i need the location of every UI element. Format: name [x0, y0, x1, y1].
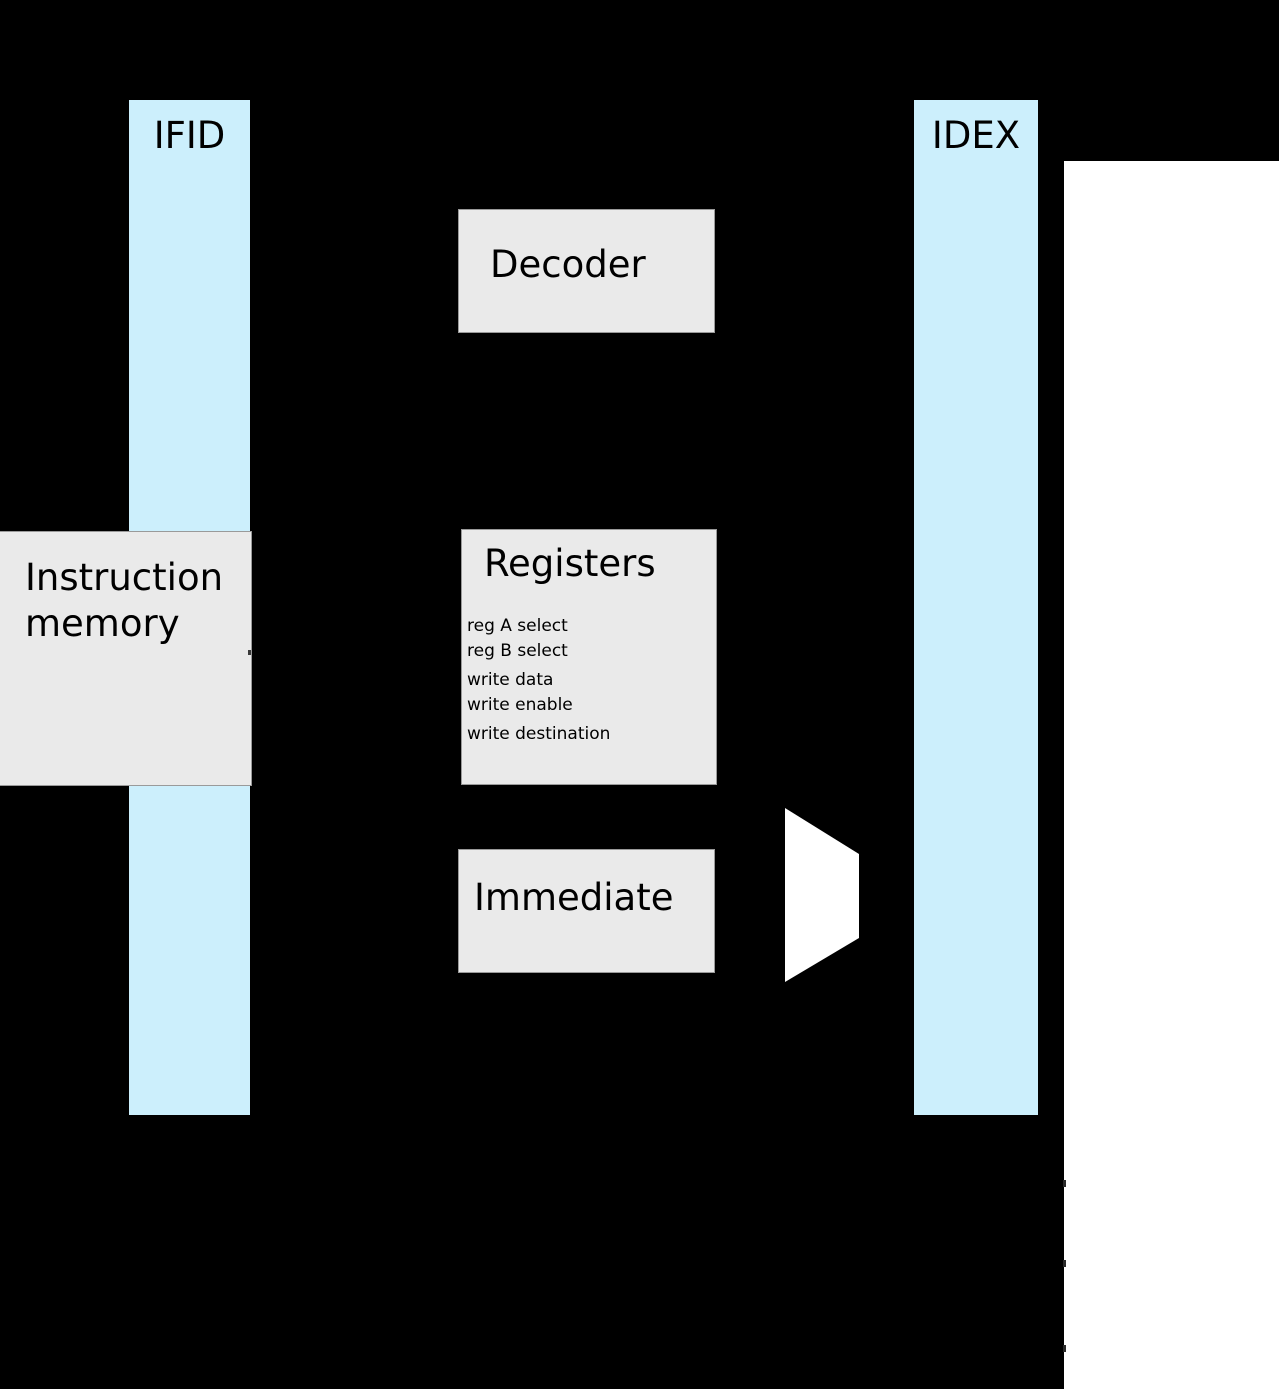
- register-signal-list: reg A select reg B select write data wri…: [467, 614, 716, 747]
- mux-icon[interactable]: [783, 806, 861, 984]
- register-signal-write-enable: write enable: [467, 695, 573, 715]
- render-speck: [1063, 1180, 1066, 1187]
- unit-immediate-label: Immediate: [474, 876, 674, 919]
- render-speck: [1063, 1345, 1066, 1352]
- pipeline-register-ifid-label: IFID: [153, 114, 226, 157]
- register-signal-reg-a-select: reg A select: [467, 616, 568, 636]
- register-signal-write-data: write data: [467, 670, 554, 690]
- white-page-region: [1064, 161, 1279, 1389]
- register-signal-write-destination: write destination: [467, 724, 611, 744]
- pipeline-register-idex-label: IDEX: [931, 114, 1021, 157]
- pipeline-register-idex[interactable]: IDEX: [913, 99, 1039, 1116]
- unit-immediate[interactable]: Immediate: [458, 849, 715, 973]
- render-speck: [248, 650, 251, 655]
- unit-registers-label: Registers: [484, 542, 656, 585]
- unit-registers[interactable]: Registers reg A select reg B select writ…: [461, 529, 717, 785]
- unit-instruction-memory-label: Instruction memory: [25, 556, 224, 645]
- unit-instruction-memory[interactable]: Instruction memory: [0, 531, 252, 786]
- register-signal-reg-b-select: reg B select: [467, 641, 568, 661]
- unit-decoder-label: Decoder: [490, 243, 646, 286]
- render-speck: [1063, 1260, 1066, 1267]
- unit-decoder[interactable]: Decoder: [458, 209, 715, 333]
